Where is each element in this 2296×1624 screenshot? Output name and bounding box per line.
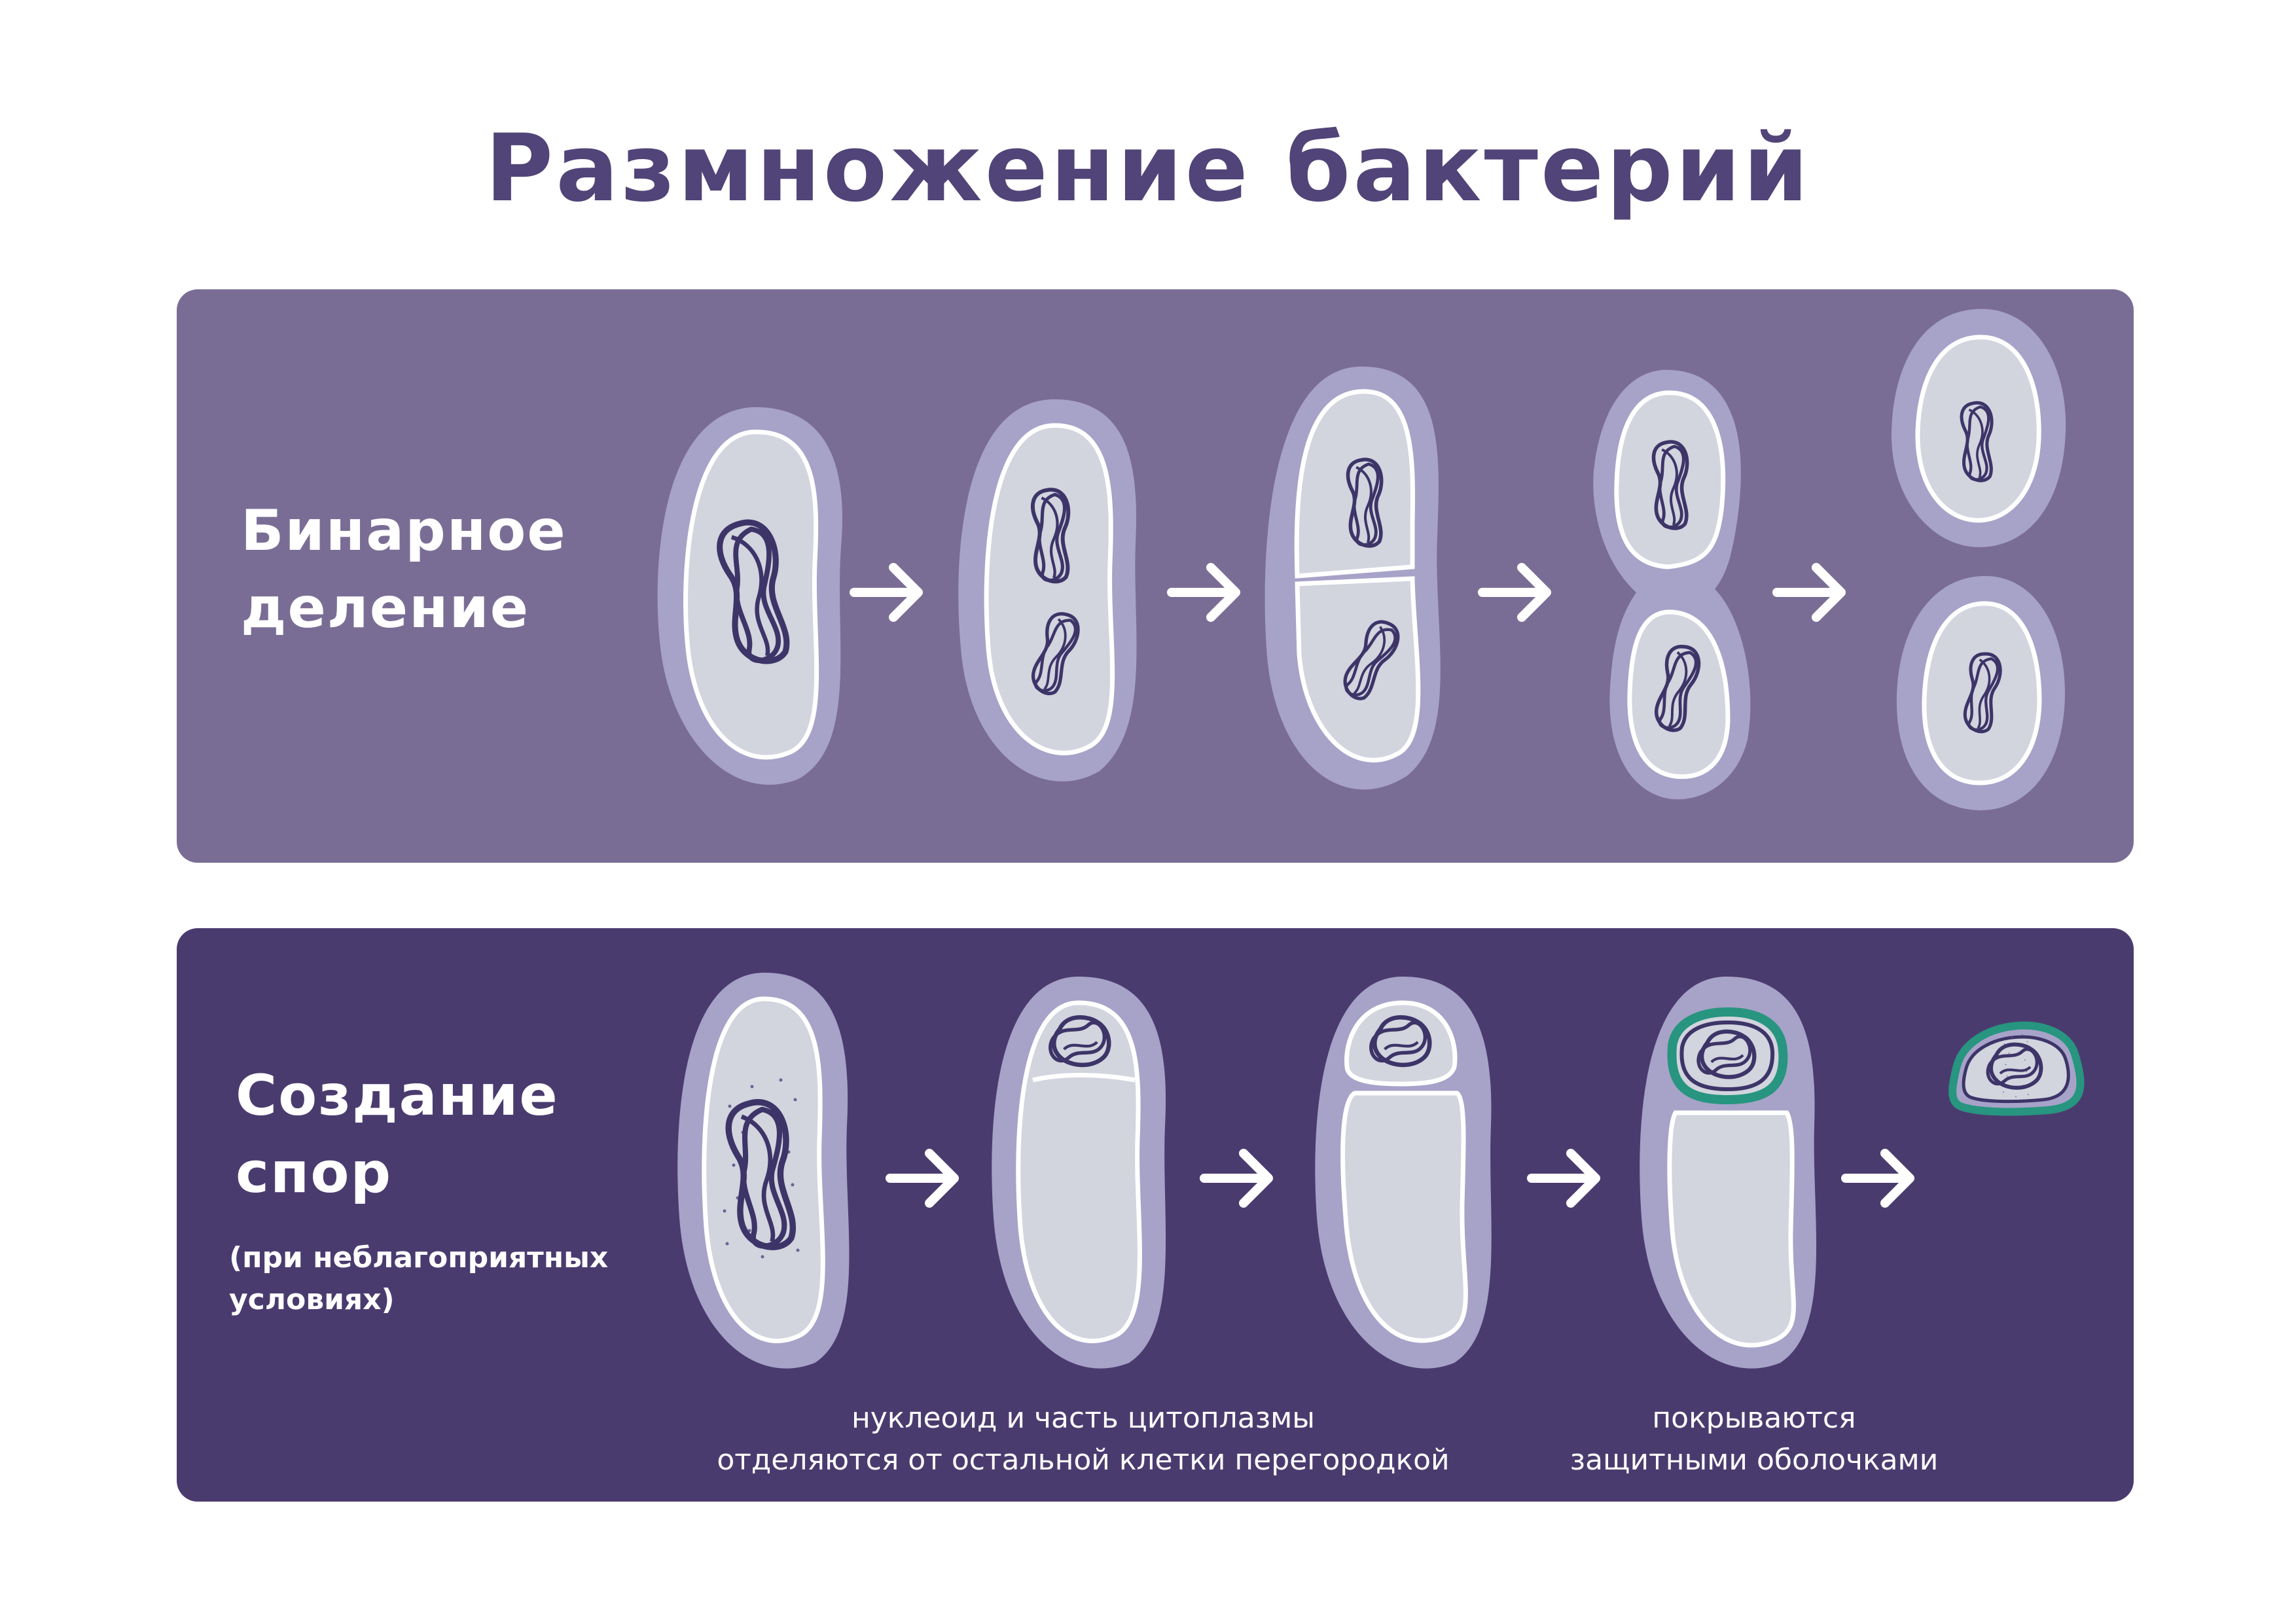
spore-cell-2	[992, 976, 1166, 1369]
binary-cell-3	[1265, 367, 1441, 790]
daughter-cell-top	[1891, 308, 2066, 547]
binary-label-line2: деление	[241, 575, 530, 641]
page-title: Размножение бактерий	[485, 115, 1811, 223]
spore-icon	[1948, 1021, 2085, 1116]
binary-division-panel	[177, 289, 2134, 863]
spore-label-line2: спор	[236, 1140, 393, 1206]
caption-coat-line2: защитными оболочками	[1570, 1443, 1939, 1477]
binary-division-label: Бинарное деление	[241, 492, 567, 647]
caption-septum: нуклеоид и часть цитоплазмы отделяются о…	[707, 1398, 1460, 1481]
caption-coat-line1: покрываются	[1652, 1401, 1856, 1435]
binary-label-line1: Бинарное	[241, 498, 567, 564]
spore-label-line1: Создание	[236, 1063, 559, 1128]
spore-formation-label: Создание спор	[236, 1057, 559, 1212]
binary-cell-1	[657, 406, 842, 785]
spore-cell-1	[677, 972, 850, 1369]
spore-note-line2: условиях)	[229, 1283, 395, 1316]
caption-septum-line2: отделяются от остальной клетки перегород…	[717, 1443, 1450, 1477]
binary-cell-4	[1593, 370, 1751, 800]
binary-cell-2	[958, 399, 1137, 782]
spore-cell-3	[1315, 976, 1492, 1369]
daughter-cell-bottom	[1896, 575, 2065, 810]
caption-coat: покрываются защитными оболочками	[1525, 1398, 1983, 1481]
spore-conditions-note: (при неблагоприятных условиях)	[229, 1237, 608, 1321]
spore-note-line1: (при неблагоприятных	[229, 1241, 609, 1274]
caption-septum-line1: нуклеоид и часть цитоплазмы	[851, 1401, 1316, 1435]
spore-cell-4	[1640, 976, 1817, 1369]
